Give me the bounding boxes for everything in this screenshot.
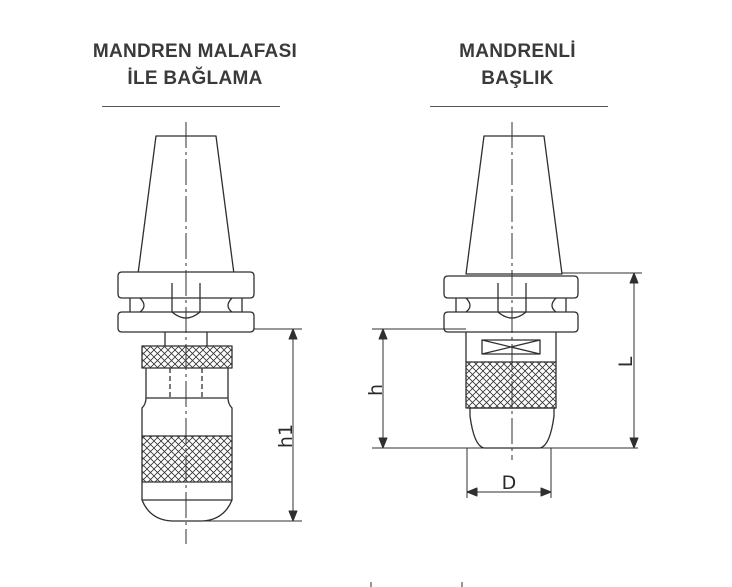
h-label: h — [365, 384, 387, 396]
left-h1-dimension — [202, 328, 302, 522]
left-title-underline — [102, 106, 280, 107]
right-title-line1: MANDRENLİ — [459, 41, 576, 62]
left-title-line2: İLE BAĞLAMA — [127, 68, 263, 89]
left-title: MANDREN MALAFASI İLE BAĞLAMA — [70, 38, 320, 92]
right-title-underline — [430, 106, 608, 107]
right-title-line2: BAŞLIK — [481, 68, 554, 89]
right-title: MANDRENLİ BAŞLIK — [400, 38, 635, 92]
L-label: L — [615, 356, 637, 367]
right-L-dimension — [562, 272, 642, 449]
left-title-line1: MANDREN MALAFASI — [92, 41, 298, 62]
right-D-dimension — [466, 448, 552, 498]
right-h-dimension — [372, 328, 638, 449]
h1-label: h1 — [275, 424, 297, 448]
D-label: D — [502, 472, 517, 494]
right-tool-holder — [443, 135, 579, 449]
